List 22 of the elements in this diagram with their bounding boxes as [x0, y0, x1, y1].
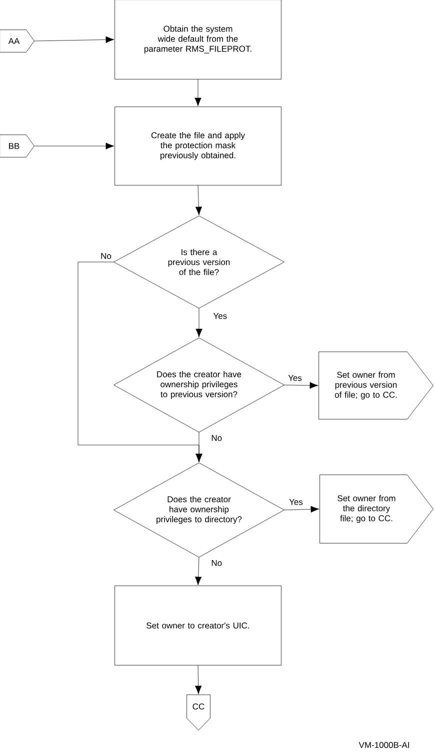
edge-label: Yes	[288, 498, 304, 506]
edge-label: Yes	[212, 312, 228, 320]
arrow	[196, 308, 202, 338]
edge-label: No	[210, 559, 224, 567]
process-box: Set owner from the directory file; go to CC.	[320, 474, 434, 544]
arrow	[196, 432, 202, 462]
arrow	[194, 79, 202, 106]
arrow	[34, 36, 114, 44]
process-box: Set owner from previous version of file; go to CC.	[318, 352, 434, 420]
process-box: Obtain the system wide default from the parameter RMS_FILEPROT.	[114, 0, 282, 80]
edge-label: No	[210, 434, 224, 442]
edge-label: Yes	[287, 374, 303, 382]
figure-id: VM-1000B-AI	[358, 742, 409, 748]
process-box: Create the file and apply the protection mask previously obtained.	[114, 106, 282, 186]
process-box: Set owner to creator's UIC.	[114, 586, 282, 666]
arrow	[284, 506, 320, 513]
arrow	[195, 665, 202, 694]
arrow	[195, 185, 202, 216]
edge-label: No	[100, 252, 112, 260]
arrow	[34, 142, 114, 150]
arrow	[284, 382, 318, 389]
arrow	[194, 557, 202, 586]
